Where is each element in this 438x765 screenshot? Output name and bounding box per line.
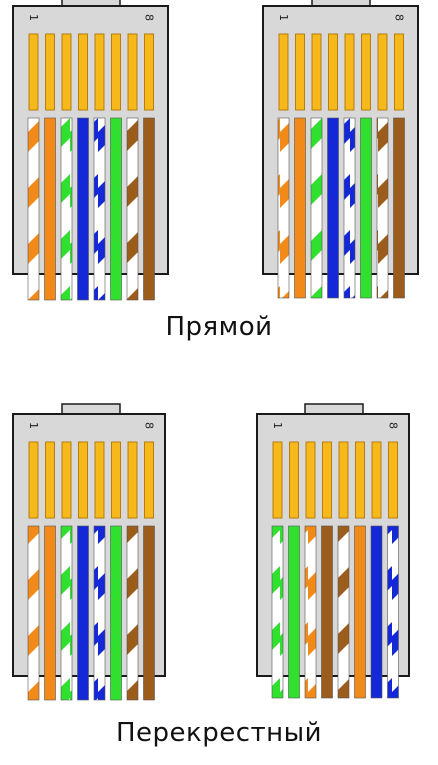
contact-pin-3	[61, 33, 72, 111]
wire-5-white-blue	[93, 117, 106, 301]
contact-pin-1	[28, 33, 39, 111]
contact-pin-5	[94, 33, 105, 111]
wire-7-blue	[370, 525, 383, 699]
wire-5-white-brown	[337, 525, 350, 699]
contact-pin-6	[111, 33, 121, 111]
wire-2-orange	[44, 525, 56, 701]
crossover-cable-caption: Перекрестный	[115, 718, 323, 748]
contact-pin-6	[111, 441, 121, 519]
wire-5-white-blue	[343, 117, 356, 299]
contact-pin-8	[144, 441, 154, 519]
wire-8-brown	[143, 525, 155, 701]
wire-6-green	[110, 525, 122, 701]
contact-pin-1	[278, 33, 289, 111]
wire-3-white-orange	[304, 525, 317, 699]
wire-4-blue	[327, 117, 339, 299]
contact-pin-6	[355, 441, 365, 519]
wire-4-blue	[77, 117, 89, 301]
wire-3-white-green	[310, 117, 323, 299]
pin-1-label: 1	[271, 422, 284, 429]
wire-3-white-green	[60, 525, 73, 701]
wire-2-orange	[44, 117, 56, 301]
contact-pin-7	[127, 441, 138, 519]
wire-1-white-green	[271, 525, 284, 699]
wire-4-brown	[321, 525, 333, 699]
contact-pin-3	[311, 33, 322, 111]
pin-8-label: 8	[393, 14, 406, 21]
pin-1-label: 1	[277, 14, 290, 21]
wire-2-orange	[294, 117, 306, 299]
wire-7-white-brown	[126, 525, 139, 701]
contact-pin-7	[377, 33, 388, 111]
contact-pin-5	[94, 441, 105, 519]
straight-cable-caption: Прямой	[165, 312, 273, 342]
wire-5-white-blue	[93, 525, 106, 701]
contact-pin-6	[361, 33, 371, 111]
wire-7-white-brown	[126, 117, 139, 301]
contact-pin-3	[305, 441, 316, 519]
contact-pin-5	[344, 33, 355, 111]
contact-pin-8	[388, 441, 398, 519]
wire-8-white-blue	[387, 525, 399, 699]
contact-pin-2	[45, 33, 55, 111]
wire-2-green	[288, 525, 300, 699]
wire-1-white-orange	[27, 525, 40, 701]
contact-pin-5	[338, 441, 349, 519]
pin-8-label: 8	[143, 422, 156, 429]
wire-1-white-orange	[277, 117, 290, 299]
contact-pin-3	[61, 441, 72, 519]
wire-4-blue	[77, 525, 89, 701]
pin-8-label: 8	[143, 14, 156, 21]
pin-1-label: 1	[27, 422, 40, 429]
wire-6-green	[110, 117, 122, 301]
wire-1-white-orange	[27, 117, 40, 301]
wire-8-brown	[393, 117, 405, 299]
wire-6-green	[360, 117, 372, 299]
contact-pin-8	[144, 33, 154, 111]
contact-pin-2	[289, 441, 299, 519]
contact-pin-8	[394, 33, 404, 111]
contact-pin-4	[78, 33, 88, 111]
wire-8-brown	[143, 117, 155, 301]
contact-pin-1	[28, 441, 39, 519]
contact-pin-2	[295, 33, 305, 111]
contact-pin-2	[45, 441, 55, 519]
pin-8-label: 8	[387, 422, 400, 429]
contact-pin-4	[322, 441, 332, 519]
wire-6-orange	[354, 525, 366, 699]
contact-pin-7	[371, 441, 382, 519]
contact-pin-4	[78, 441, 88, 519]
contact-pin-7	[127, 33, 138, 111]
wire-7-white-brown	[376, 117, 389, 299]
contact-pin-4	[328, 33, 338, 111]
pin-1-label: 1	[27, 14, 40, 21]
contact-pin-1	[272, 441, 283, 519]
wire-3-white-green	[60, 117, 73, 301]
